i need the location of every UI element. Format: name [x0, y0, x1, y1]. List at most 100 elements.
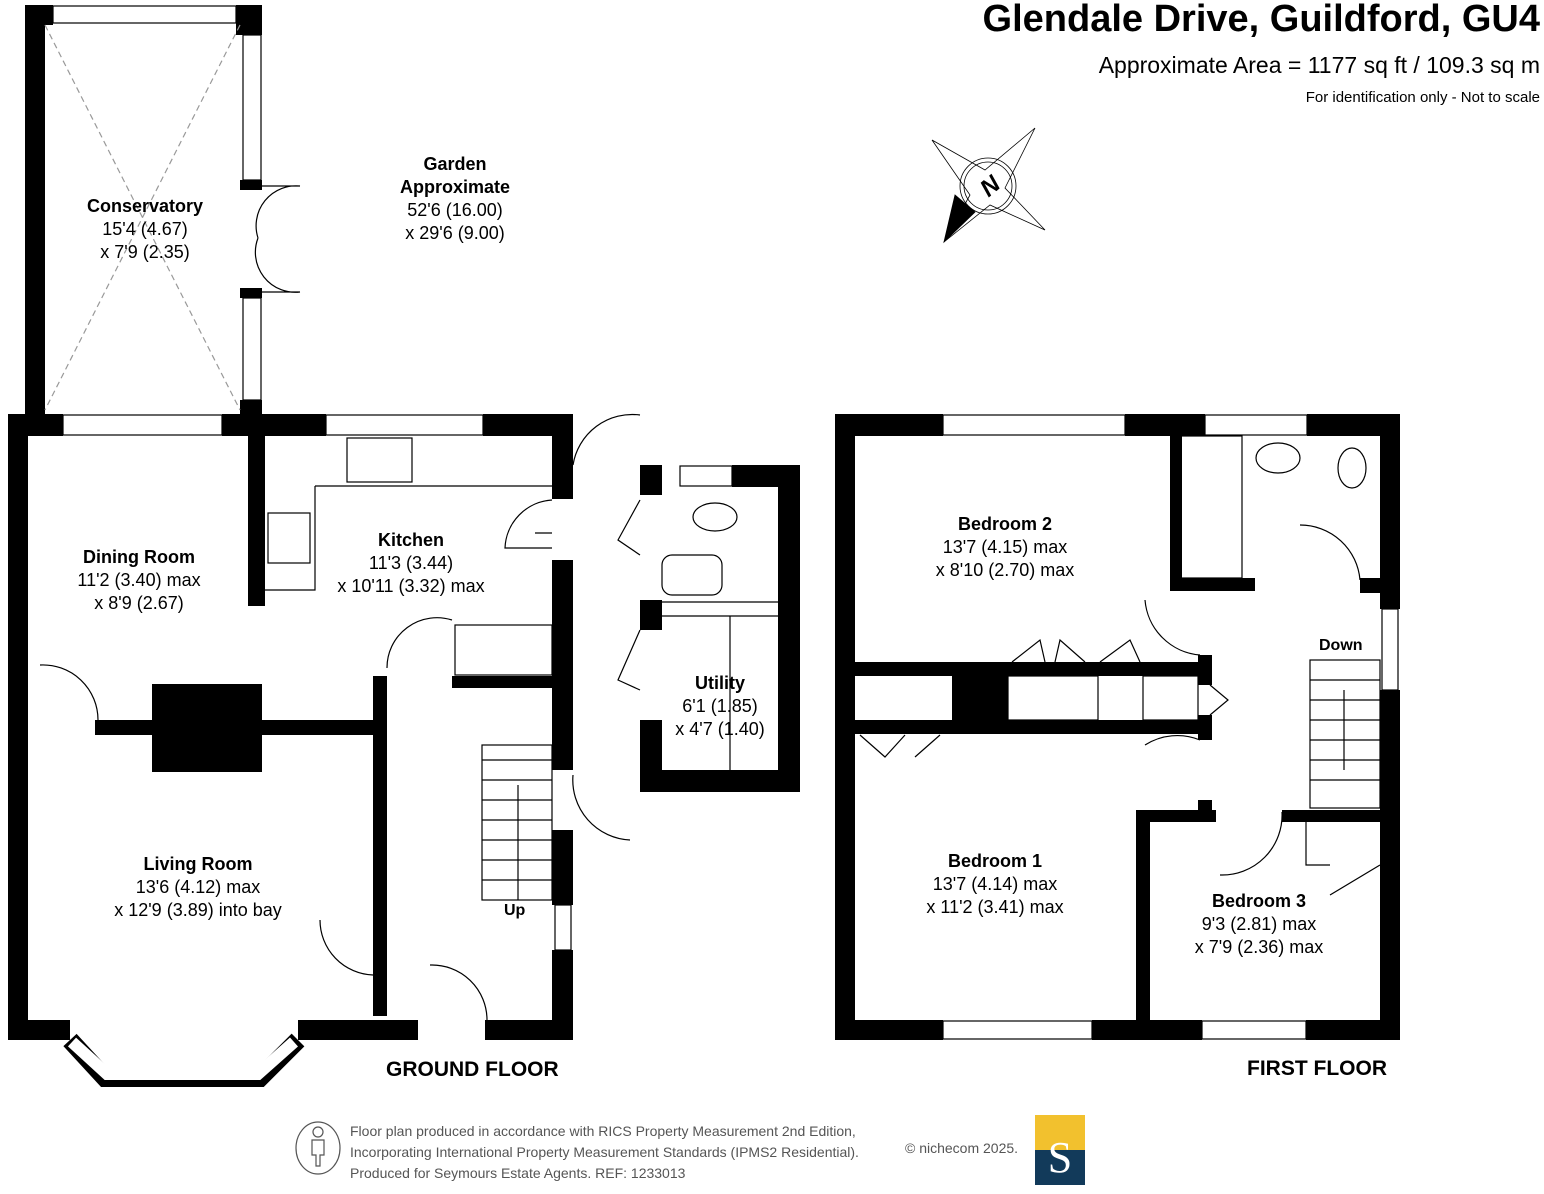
- window: [942, 414, 1126, 436]
- plan-line: [44, 5, 301, 411]
- wall-segment: [778, 465, 800, 792]
- scale-note: For identification only - Not to scale: [1305, 89, 1540, 106]
- window: [1201, 1020, 1307, 1040]
- wall: [240, 400, 262, 415]
- wall-segment: [152, 684, 262, 772]
- first-floor-plan: [835, 414, 1400, 1040]
- stair-treads: [1310, 679, 1380, 781]
- wall-segment: [1170, 436, 1182, 591]
- footer-text: Floor plan produced in accordance with R…: [350, 1121, 859, 1184]
- footer-line: Produced for Seymours Estate Agents. REF…: [350, 1165, 686, 1181]
- footer-line: Floor plan produced in accordance with R…: [350, 1123, 856, 1139]
- wall-segment: [1282, 810, 1380, 822]
- wall-segment: [1170, 578, 1255, 591]
- wall-segment: [248, 436, 265, 606]
- wall: [240, 180, 262, 190]
- wall-segment: [552, 950, 573, 1040]
- wall-segment: [552, 560, 573, 770]
- wall: [25, 5, 53, 25]
- window: [52, 5, 237, 24]
- wall-segment: [1136, 810, 1216, 822]
- wall-segment: [1307, 414, 1400, 436]
- plan-line: [295, 1121, 341, 1175]
- hob: [267, 512, 311, 564]
- compass-icon: [931, 127, 1046, 244]
- plan-line: [859, 414, 1399, 1040]
- window: [242, 34, 262, 181]
- wall-segment: [1360, 578, 1380, 593]
- plan-line: [311, 1139, 325, 1167]
- wardrobe-doors: [859, 638, 1141, 758]
- wall-segment: [1198, 800, 1212, 820]
- wall-segment: [8, 414, 63, 436]
- toilet: [692, 502, 738, 532]
- wall-segment: [1035, 1150, 1085, 1185]
- wall-segment: [8, 414, 28, 734]
- cupboard-door: [1305, 822, 1381, 896]
- wall-segment: [640, 465, 662, 495]
- wall-segment: [298, 1020, 418, 1040]
- wall-segment: [8, 1020, 70, 1040]
- wall-segment: [835, 414, 943, 436]
- worktop: [265, 485, 552, 591]
- wall-segment: [373, 676, 387, 1016]
- wall-segment: [679, 465, 733, 487]
- stairs-up-label: Up: [504, 902, 526, 919]
- wall-segment: [222, 414, 326, 436]
- bath: [1179, 435, 1243, 579]
- window: [1204, 414, 1308, 436]
- wall-segment: [1198, 715, 1212, 740]
- approximate-area: Approximate Area = 1177 sq ft / 109.3 sq…: [1098, 52, 1540, 78]
- wall-segment: [1380, 690, 1400, 1040]
- wall: [236, 5, 262, 35]
- wall-segment: [1007, 675, 1099, 721]
- plan-line: [959, 157, 1017, 215]
- window: [1381, 608, 1399, 691]
- wall-segment: [640, 720, 662, 770]
- footer-line: Incorporating International Property Mea…: [350, 1144, 859, 1160]
- cupboard: [454, 624, 553, 676]
- property-title: Glendale Drive, Guildford, GU4: [982, 0, 1540, 40]
- window: [62, 414, 223, 436]
- wall-segment: [855, 720, 1210, 734]
- stairs: [1309, 659, 1381, 809]
- wall: [240, 288, 262, 298]
- wall-segment: [835, 1020, 943, 1040]
- wall-segment: [483, 414, 573, 436]
- roof-lines: [44, 24, 241, 411]
- wall-segment: [855, 662, 1210, 676]
- wall-segment: [640, 600, 662, 630]
- compass-north-label: N: [975, 170, 1006, 202]
- door-swings: [504, 499, 553, 549]
- footer-person-icon: [295, 1121, 341, 1175]
- window: [242, 297, 262, 401]
- window: [554, 904, 572, 951]
- wall-segment: [485, 1020, 573, 1040]
- sink: [346, 437, 413, 483]
- wall-segment: [1306, 1020, 1400, 1040]
- wall-segment: [1125, 414, 1205, 436]
- wall-segment: [452, 676, 552, 688]
- stair-treads: [482, 759, 552, 900]
- plan-line: [39, 413, 641, 1087]
- stairs: [481, 744, 553, 901]
- door-swings: [1144, 524, 1361, 876]
- basin: [661, 554, 723, 596]
- stairs-down-label: Down: [1319, 637, 1363, 654]
- bay-window-glass: [67, 1037, 298, 1080]
- plan-line: [312, 1126, 324, 1138]
- window: [325, 414, 484, 436]
- wall-segment: [552, 830, 573, 905]
- plan-line: [617, 465, 778, 770]
- plan-line: [617, 499, 641, 691]
- wall-segment: [952, 662, 1008, 734]
- plan-line: [963, 161, 1013, 211]
